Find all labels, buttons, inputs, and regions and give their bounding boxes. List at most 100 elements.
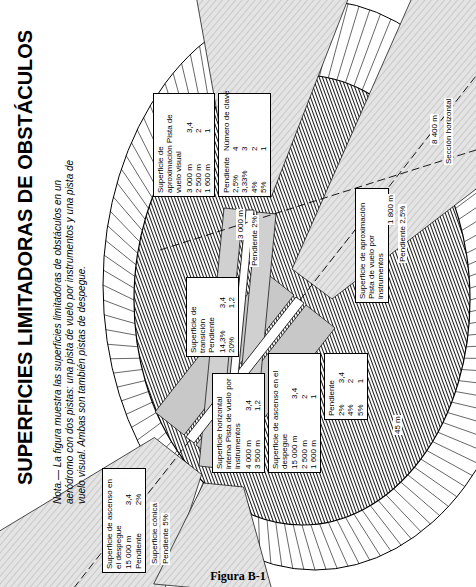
table-cell: 3,4 bbox=[185, 97, 194, 133]
surface-heading: Pendiente bbox=[327, 357, 336, 416]
cone-ray bbox=[464, 211, 476, 242]
dimension-label: 3 000 m bbox=[236, 209, 245, 240]
cone-ray bbox=[455, 392, 476, 401]
table-cell: 14,3% bbox=[218, 314, 227, 353]
cone-ray bbox=[113, 370, 142, 374]
value-table: 3 000 m3,42 500 m21 600 m1 bbox=[185, 97, 213, 193]
cone-ray bbox=[103, 285, 134, 300]
cone-ray bbox=[131, 413, 156, 428]
table-cell: 2 500 m bbox=[194, 139, 203, 193]
surface-heading: Superficie de ascenso en el despegue bbox=[105, 472, 123, 569]
cone-ray bbox=[414, 467, 456, 497]
table-cell: 3,4 bbox=[244, 377, 253, 411]
cone-ray bbox=[293, 525, 304, 570]
cone-ray bbox=[427, 451, 473, 476]
table-cell: 4 bbox=[231, 90, 240, 150]
callout-box: Superficie horizontal interna Pista de v… bbox=[212, 373, 265, 473]
table-cell: 2 bbox=[194, 97, 203, 133]
cone-ray bbox=[464, 358, 476, 360]
table-cell: 2 bbox=[250, 90, 259, 150]
table-cell: 15 000 m bbox=[124, 511, 133, 569]
table-cell: 3,33% bbox=[240, 157, 249, 193]
cone-ray bbox=[378, 500, 411, 538]
cone-ray bbox=[468, 240, 476, 264]
figure-caption: Figura B-1 bbox=[0, 569, 476, 583]
table-cell: 5% bbox=[259, 157, 268, 193]
callout-box: Superficie de transiciónPendiente14,3% 3,… bbox=[186, 277, 239, 357]
cone-ray bbox=[113, 197, 142, 231]
dimension-label: Superficie cónica bbox=[150, 502, 159, 565]
cone-ray bbox=[469, 255, 476, 276]
cone-ray bbox=[386, 495, 421, 532]
cone-ray bbox=[462, 197, 476, 231]
table-cell: 1,2 bbox=[253, 377, 262, 411]
value-table: 4 000 m3,43 500 m1,2 bbox=[244, 377, 262, 469]
cone-ray bbox=[110, 358, 140, 360]
table-cell: 3,4 bbox=[337, 357, 346, 383]
table-cell: 5% bbox=[356, 389, 365, 416]
cone-ray bbox=[470, 300, 476, 312]
visual-approach-surface bbox=[192, 0, 352, 197]
surface-heading: Superficie de transición bbox=[189, 281, 207, 353]
cone-ray bbox=[337, 520, 359, 564]
surface-heading: Pendiente bbox=[207, 281, 216, 353]
cone-ray bbox=[470, 270, 476, 288]
cone-ray bbox=[121, 169, 148, 208]
table-cell: 2% bbox=[134, 472, 143, 505]
table-cell: 2,5% bbox=[231, 157, 240, 193]
figure-note: Nota.— La figura muestra las superficies… bbox=[52, 153, 88, 505]
cone-ray bbox=[447, 413, 476, 428]
cone-ray bbox=[438, 432, 476, 452]
value-table: 2%3,44%25%1 bbox=[337, 357, 365, 416]
table-cell: 3,4 bbox=[290, 357, 299, 399]
dimension-label: Pendiente 2% bbox=[250, 215, 259, 267]
dimension-label: 8 400 m bbox=[430, 114, 439, 145]
surface-heading: Superficie de ascenso en el despegue bbox=[271, 357, 289, 469]
callout-box: Superficie de aproximación Pista de vuel… bbox=[355, 188, 389, 303]
table-cell: 1 600 m bbox=[203, 139, 212, 193]
cone-ray bbox=[117, 381, 145, 388]
cone-ray bbox=[421, 459, 465, 486]
cone-ray bbox=[104, 255, 135, 276]
table-cell: Pendiente bbox=[222, 157, 231, 193]
table-cell: 3 500 m bbox=[253, 417, 262, 469]
cone-ray bbox=[126, 156, 152, 198]
cone-ray bbox=[466, 344, 476, 347]
table-cell: 3,4 bbox=[218, 281, 227, 308]
cone-ray bbox=[345, 10, 369, 83]
cone-ray bbox=[401, 482, 440, 516]
cone-ray bbox=[328, 522, 348, 566]
surface-heading: Superficie horizontal interna Pista de v… bbox=[215, 377, 243, 469]
table-cell: 20% bbox=[227, 314, 236, 353]
table-cell: 4% bbox=[346, 389, 355, 416]
dimension-label: Pendiente 2,5% bbox=[398, 205, 407, 264]
callout-box: PendienteNúmero de clave2,5%43,33%34%25%… bbox=[218, 93, 271, 197]
value-table: 15 000 m3,4Pendiente2% bbox=[124, 472, 142, 569]
cone-ray bbox=[137, 423, 161, 441]
table-cell: 1,2 bbox=[227, 281, 236, 308]
cone-ray bbox=[302, 525, 315, 570]
cone-ray bbox=[284, 524, 292, 569]
table-cell: 3 000 m bbox=[185, 139, 194, 193]
table-cell: Pendiente bbox=[134, 511, 143, 569]
table-cell: 2 500 m bbox=[300, 405, 309, 469]
cone-ray bbox=[106, 330, 136, 336]
cone-ray bbox=[466, 226, 476, 253]
dimension-label: Sección horizontal bbox=[444, 98, 453, 165]
cone-ray bbox=[276, 522, 282, 566]
cone-ray bbox=[443, 423, 476, 441]
table-cell: 4% bbox=[250, 157, 259, 193]
table-cell: 1 600 m bbox=[309, 405, 318, 469]
value-table: 14,3% 3,420% 1,2 bbox=[218, 281, 236, 353]
cone-ray bbox=[108, 226, 138, 253]
table-cell: 1 bbox=[309, 357, 318, 399]
cone-ray bbox=[103, 300, 134, 312]
table-cell: 1 bbox=[356, 357, 365, 383]
cone-ray bbox=[393, 489, 430, 524]
cone-ray bbox=[354, 14, 381, 86]
cone-ray bbox=[345, 517, 369, 560]
callout-box: Superficie de ascenso en el despegue15 0… bbox=[102, 468, 146, 573]
cone-ray bbox=[468, 330, 476, 336]
